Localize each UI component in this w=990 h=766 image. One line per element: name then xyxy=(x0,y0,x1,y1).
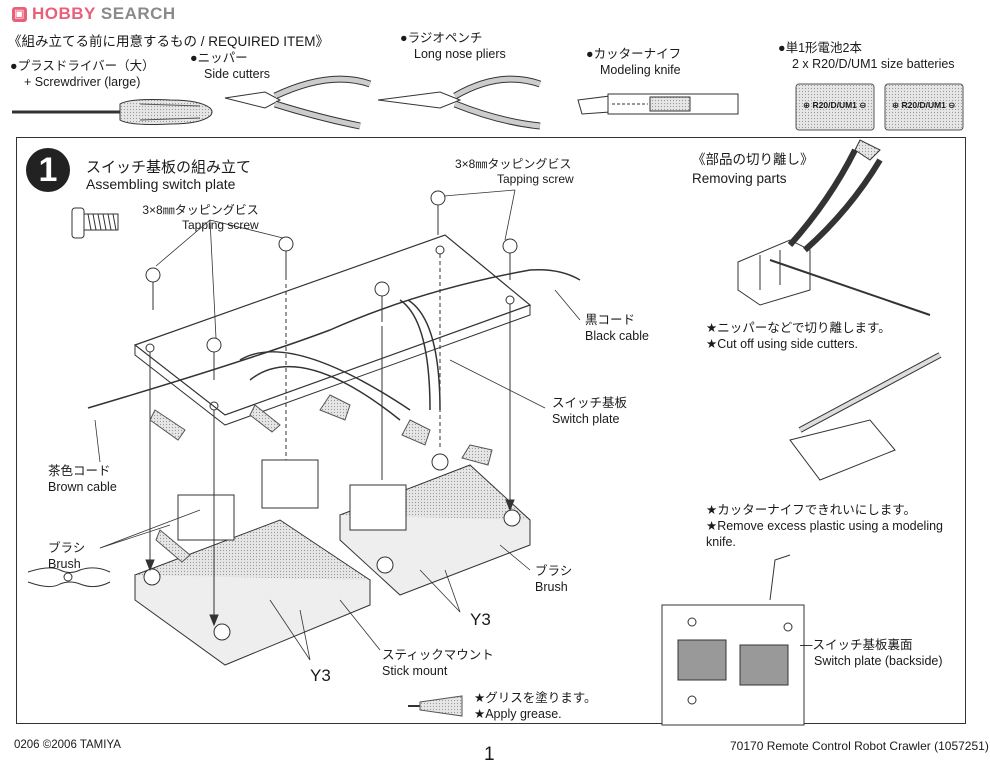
switch-plate-part xyxy=(133,234,532,426)
step-number-badge: 1 xyxy=(26,148,70,192)
required-items-title: 《組み立てる前に用意するもの / REQUIRED ITEM》 xyxy=(8,34,330,49)
stick-mount-base xyxy=(133,453,531,666)
step-panel xyxy=(16,137,966,724)
label-stick-mount: スティックマウント Stick mount xyxy=(382,648,494,678)
grease-tube-icons xyxy=(149,394,493,563)
label-switch-plate-backside: —スイッチ基板裏面 Switch plate (backside) xyxy=(800,638,943,668)
label-brush-left: ブラシ Brush xyxy=(48,541,86,571)
hobby-search-logo: ▣ HOBBY SEARCH xyxy=(12,4,176,24)
required-item-long-nose-pliers: ラジオペンチ Long nose pliers xyxy=(400,30,506,62)
footer-product: 70170 Remote Control Robot Crawler (1057… xyxy=(730,739,989,753)
side-cutters-icon xyxy=(224,75,372,130)
screw-spec-left: 3×8㎜タッピングビス Tapping screw xyxy=(142,203,259,232)
required-item-batteries: 単1形電池2本 2 x R20/D/UM1 size batteries xyxy=(778,40,955,72)
required-item-side-cutters: ニッパー Side cutters xyxy=(190,50,270,82)
removing-parts-title: 《部品の切り離し》 Removing parts xyxy=(692,152,814,186)
label-switch-plate: スイッチ基板 Switch plate xyxy=(552,396,628,426)
brush-part-icon xyxy=(27,567,111,588)
label-y3-right: Y3 xyxy=(470,610,491,629)
removing-parts-knife-illustration xyxy=(789,352,942,481)
logo-icon: ▣ xyxy=(12,6,27,22)
long-nose-pliers-icon xyxy=(377,75,542,130)
required-item-modeling-knife: カッターナイフ Modeling knife xyxy=(586,46,681,78)
grease-note: ★グリスを塗ります。 ★Apply grease. xyxy=(474,691,597,721)
required-item-screwdriver: プラスドライバー（大） + Screwdriver (large) xyxy=(10,58,155,90)
battery-icon xyxy=(795,83,964,131)
removing-parts-cutters-illustration xyxy=(737,139,931,316)
screw-spec-right: 3×8㎜タッピングビス Tapping screw xyxy=(455,157,574,186)
assembly-guide-arrows xyxy=(145,254,515,627)
logo-hobby-text: HOBBY xyxy=(32,4,96,23)
label-y3-left: Y3 xyxy=(310,666,331,685)
label-black-cable: 黒コード Black cable xyxy=(585,313,649,343)
step-title-jp: スイッチ基板の組み立て xyxy=(86,159,252,176)
cut-off-note: ★ニッパーなどで切り離します。 ★Cut off using side cutt… xyxy=(706,321,891,351)
required-tools-illustrations xyxy=(12,75,964,131)
logo-search-text: SEARCH xyxy=(100,4,176,23)
screwdriver-icon xyxy=(12,99,213,125)
modeling-knife-icon xyxy=(577,93,739,115)
tapping-screws xyxy=(145,190,518,380)
battery-label-1: ⊕ R20/D/UM1 ⊖ xyxy=(803,100,867,110)
page-number: 1 xyxy=(484,744,495,765)
footer-copyright: 0206 ©2006 TAMIYA xyxy=(14,739,121,751)
leader-lines xyxy=(94,189,581,661)
switch-plate-backside-illustration xyxy=(661,554,805,726)
step-title-en: Assembling switch plate xyxy=(86,176,236,192)
grease-legend-icon xyxy=(408,695,463,717)
battery-label-2: ⊕ R20/D/UM1 ⊖ xyxy=(892,100,956,110)
tapping-screw-sample-icon xyxy=(71,207,119,239)
remove-plastic-note: ★カッターナイフできれいにします。 ★Remove excess plastic… xyxy=(706,503,944,549)
label-brush-right: ブラシ Brush xyxy=(535,564,573,594)
label-brown-cable: 茶色コード Brown cable xyxy=(48,464,117,494)
